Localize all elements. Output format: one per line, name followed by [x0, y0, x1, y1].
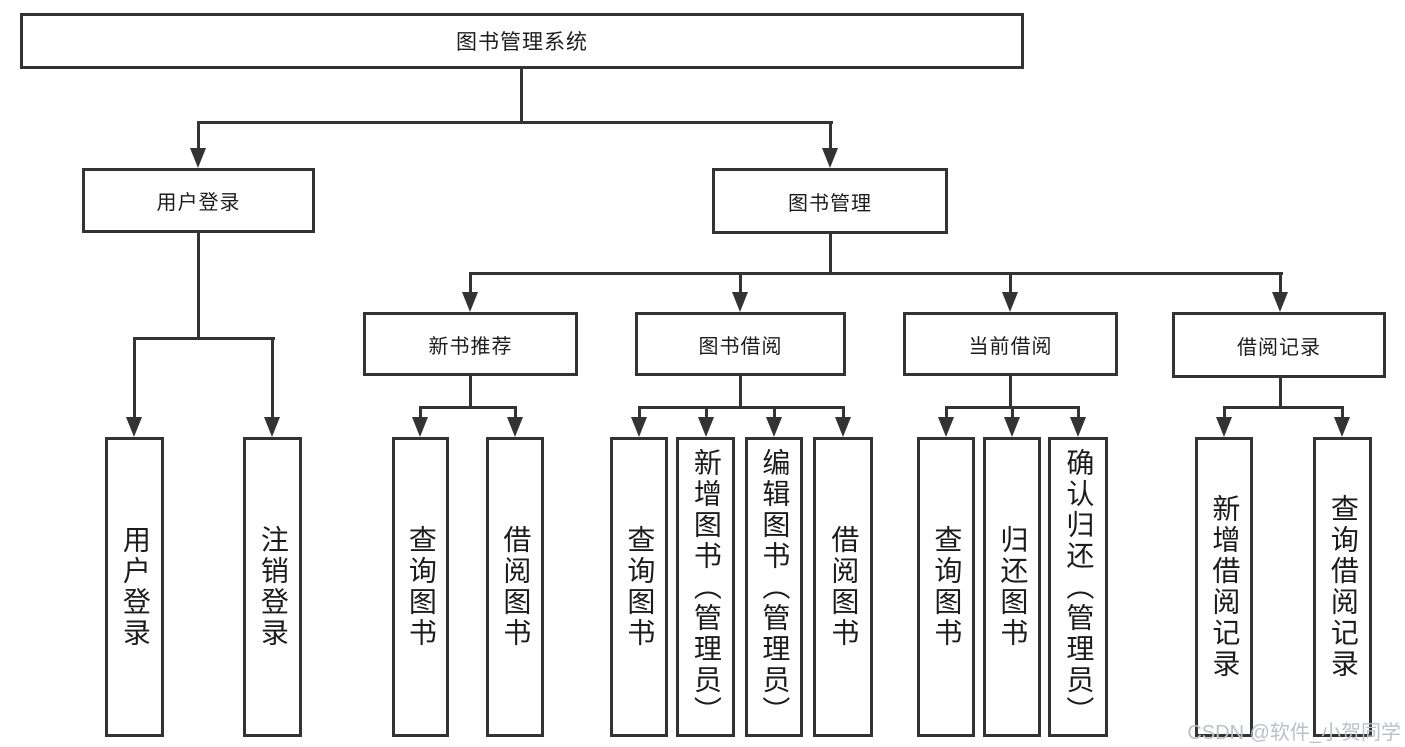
leaf-br-query-record: 查询借阅记录 — [1313, 437, 1372, 737]
arrowhead-br-add — [1216, 417, 1232, 437]
connector-bookmgmt-shaft-2 — [739, 272, 742, 294]
node-borrow-record: 借阅记录 — [1172, 312, 1386, 378]
node-book-borrow: 图书借阅 — [635, 312, 846, 376]
leaf-br-query-record-label: 查询借阅记录 — [1327, 494, 1359, 680]
arrowhead-borrow-record — [1272, 292, 1288, 312]
connector-root-split — [197, 121, 833, 124]
connector-br-split — [1223, 406, 1344, 409]
connector-bb-shaft-1 — [638, 406, 641, 419]
arrowhead-user-login — [190, 148, 206, 168]
leaf-nbr-query-books: 查询图书 — [392, 437, 449, 737]
leaf-bb-query-books-label: 查询图书 — [624, 525, 656, 649]
watermark: CSDN @软件_小贺同学 — [1187, 722, 1401, 744]
leaf-cb-return-books: 归还图书 — [983, 437, 1041, 737]
leaf-cb-return-books-label: 归还图书 — [997, 525, 1029, 649]
leaf-bb-add-books-admin: 新增图书（管理员） — [676, 437, 735, 737]
connector-br-shaft-1 — [1223, 406, 1226, 419]
connector-cb-shaft-2 — [1011, 406, 1014, 419]
arrowhead-book-mgmt — [822, 148, 838, 168]
connector-nbr-stub — [469, 373, 472, 409]
leaf-cb-confirm-return-admin-label: 确认归还（管理员） — [1063, 447, 1095, 727]
leaf-logout: 注销登录 — [243, 437, 302, 737]
arrowhead-bb-add — [698, 417, 714, 437]
connector-cb-shaft-3 — [1077, 406, 1080, 419]
arrowhead-cb-query — [938, 417, 954, 437]
arrowhead-cb-return — [1004, 417, 1020, 437]
connector-bookmgmt-shaft-3 — [1009, 272, 1012, 294]
arrowhead-nbr-query — [412, 417, 428, 437]
leaf-nbr-query-books-label: 查询图书 — [405, 525, 437, 649]
node-book-borrow-label: 图书借阅 — [698, 335, 783, 358]
connector-root-left-shaft — [197, 121, 200, 150]
arrowhead-book-borrow — [732, 292, 748, 312]
connector-br-shaft-2 — [1341, 406, 1344, 419]
connector-userlogin-shaft-2 — [271, 337, 274, 419]
connector-bb-shaft-4 — [842, 406, 845, 419]
node-user-login: 用户登录 — [82, 168, 315, 233]
arrowhead-br-query — [1334, 417, 1350, 437]
node-book-mgmt: 图书管理 — [712, 168, 948, 234]
connector-cb-shaft-1 — [945, 406, 948, 419]
leaf-bb-borrow-books-label: 借阅图书 — [828, 525, 860, 649]
node-user-login-label: 用户登录 — [156, 192, 241, 214]
connector-br-stub — [1279, 375, 1282, 409]
node-current-borrow-label: 当前借阅 — [968, 335, 1053, 358]
leaf-cb-query-books: 查询图书 — [917, 437, 975, 737]
arrowhead-bb-borrow — [835, 417, 851, 437]
connector-nbr-shaft-2 — [514, 406, 517, 419]
leaf-bb-edit-books-admin-label: 编辑图书（管理员） — [759, 447, 791, 727]
connector-bookmgmt-shaft-1 — [469, 272, 472, 294]
connector-bookmgmt-split — [469, 272, 1283, 275]
connector-bookmgmt-stub — [829, 231, 832, 275]
arrowhead-new-book-rec — [462, 292, 478, 312]
arrowhead-leaf-logout — [264, 417, 280, 437]
arrowhead-current-borrow — [1002, 292, 1018, 312]
leaf-bb-query-books: 查询图书 — [610, 437, 668, 737]
connector-bb-shaft-3 — [773, 406, 776, 419]
connector-userlogin-split — [133, 337, 275, 340]
connector-nbr-shaft-1 — [419, 406, 422, 419]
leaf-nbr-borrow-books: 借阅图书 — [486, 437, 544, 737]
arrowhead-cb-confirm — [1070, 417, 1086, 437]
connector-cb-stub — [1009, 373, 1012, 409]
leaf-bb-borrow-books: 借阅图书 — [813, 437, 873, 737]
arrowhead-bb-edit — [766, 417, 782, 437]
connector-bb-shaft-2 — [705, 406, 708, 419]
leaf-user-login-label: 用户登录 — [119, 525, 151, 649]
arrowhead-bb-query — [631, 417, 647, 437]
connector-root-stub — [520, 66, 523, 124]
leaf-logout-label: 注销登录 — [257, 525, 289, 649]
leaf-br-add-record-label: 新增借阅记录 — [1209, 494, 1241, 680]
connector-bb-stub — [739, 373, 742, 409]
node-root-label: 图书管理系统 — [456, 31, 588, 54]
connector-userlogin-stub — [197, 230, 200, 340]
arrowhead-nbr-borrow — [507, 417, 523, 437]
leaf-bb-edit-books-admin: 编辑图书（管理员） — [745, 437, 803, 737]
node-root: 图书管理系统 — [20, 13, 1024, 69]
node-new-book-rec-label: 新书推荐 — [428, 335, 513, 358]
node-borrow-record-label: 借阅记录 — [1237, 336, 1321, 359]
leaf-nbr-borrow-books-label: 借阅图书 — [500, 525, 532, 649]
connector-root-right-shaft — [829, 121, 832, 150]
leaf-br-add-record: 新增借阅记录 — [1195, 437, 1253, 737]
leaf-cb-confirm-return-admin: 确认归还（管理员） — [1048, 437, 1108, 737]
node-new-book-rec: 新书推荐 — [363, 312, 578, 376]
connector-bb-split — [638, 406, 845, 409]
leaf-cb-query-books-label: 查询图书 — [931, 525, 963, 649]
connector-nbr-split — [419, 406, 517, 409]
leaf-user-login: 用户登录 — [105, 437, 164, 737]
connector-userlogin-shaft-1 — [133, 337, 136, 419]
leaf-bb-add-books-admin-label: 新增图书（管理员） — [690, 447, 722, 727]
node-current-borrow: 当前借阅 — [903, 312, 1118, 376]
connector-bookmgmt-shaft-4 — [1279, 272, 1282, 294]
arrowhead-leaf-user-login — [126, 417, 142, 437]
node-book-mgmt-label: 图书管理 — [788, 192, 872, 215]
